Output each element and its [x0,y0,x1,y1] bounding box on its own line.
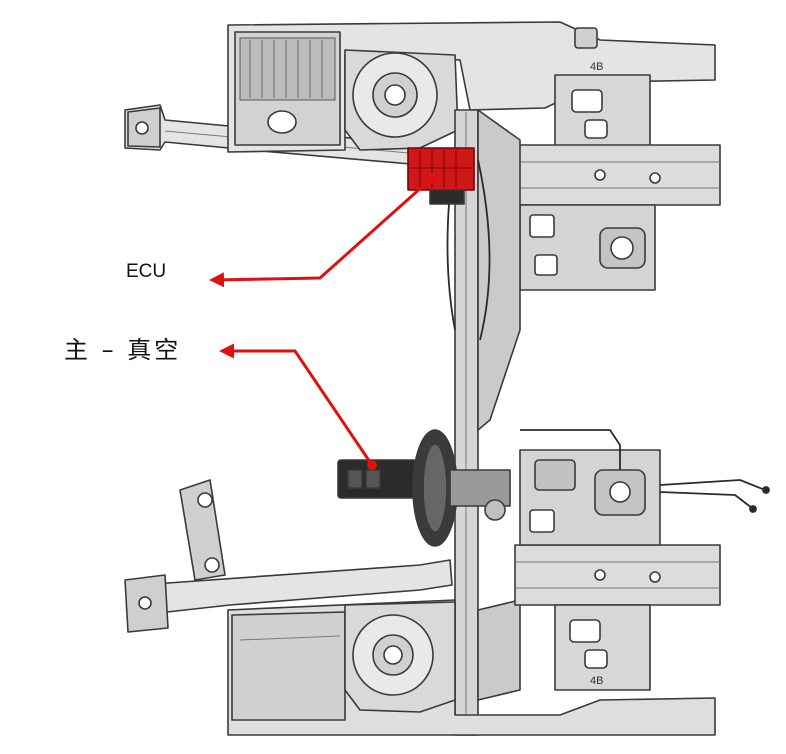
stamp-lower: 4B [590,675,603,687]
upper-right-bracket [554,27,651,151]
vacuum-callout-arrow [219,343,377,470]
lower-right-mount [519,449,661,546]
ecu-module [407,147,475,205]
master-vacuum-label: 主 – 真空 [64,336,182,364]
stamp-upper: 4B [590,61,603,73]
lower-side-rail [514,544,721,606]
master-vacuum-booster [337,429,511,547]
upper-strut-tower [344,49,459,151]
lower-control-arm [124,479,453,633]
lower-right-bracket [554,604,651,691]
ecu-label: ECU [126,261,167,282]
ecu-callout-arrow [209,173,437,288]
lower-strut-tower [344,601,456,713]
upper-right-mount [519,204,656,291]
brake-lines [446,149,770,513]
upper-side-rail [514,144,721,206]
